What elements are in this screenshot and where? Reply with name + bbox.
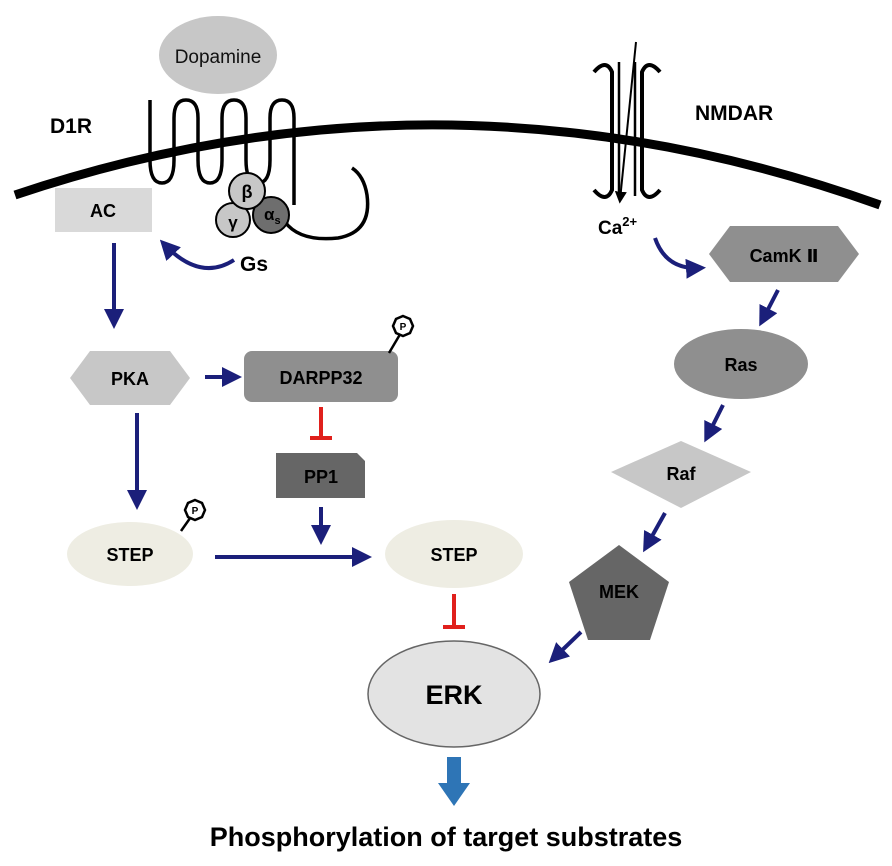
output-label: Phosphorylation of target substrates [210, 822, 683, 852]
step-ellipse [385, 520, 523, 588]
ras-to-raf-arrow [704, 404, 725, 443]
pka-hexagon [70, 351, 190, 405]
cell-membrane [13, 120, 882, 210]
step-phospho-p-label: P [192, 506, 199, 517]
ras-ellipse [674, 329, 808, 399]
nmdar-label: NMDAR [695, 102, 773, 125]
erk-label: ERK [425, 680, 483, 710]
dopamine-label: Dopamine [175, 47, 262, 68]
camk-to-ras-arrow [759, 289, 780, 327]
camk-hexagon [709, 226, 859, 282]
mek-to-erk-arrow [548, 630, 583, 664]
pp1-label: PP1 [304, 467, 338, 487]
raf-label: Raf [666, 464, 696, 484]
step-label: STEP [430, 545, 477, 565]
d1r-c-terminal-tail [283, 166, 370, 241]
erk-ellipse [367, 640, 541, 748]
alpha-s-label: αs [264, 205, 281, 227]
ac-label: AC [90, 201, 116, 221]
step-phospho-ellipse [67, 522, 193, 586]
calcium-label: Ca2+ [598, 214, 638, 239]
mek-label: MEK [599, 582, 639, 602]
calcium-influx-arrow [614, 41, 637, 204]
beta-label: β [242, 182, 253, 202]
nmdar-left-helix [592, 63, 614, 199]
pp1-box [276, 453, 365, 498]
gamma-label: γ [228, 213, 238, 232]
nmdar-right-helix [640, 63, 662, 199]
gs-to-ac-arrow [159, 239, 236, 270]
d1r-label: D1R [50, 115, 92, 138]
camk-label: CamK Ⅱ [750, 246, 819, 266]
d1r-receptor-loops [148, 98, 296, 205]
dopamine-ellipse [159, 16, 277, 94]
darpp32-label: DARPP32 [279, 368, 362, 388]
darpp32-phospho-icon [391, 314, 415, 338]
ac-box [55, 188, 152, 232]
gs-label: Gs [240, 253, 268, 276]
darpp32-box [244, 351, 398, 402]
raf-diamond [611, 441, 751, 508]
mek-pentagon [569, 545, 669, 640]
erk-output-arrow [438, 757, 470, 806]
darpp32-phospho-label: P [400, 322, 407, 333]
step-phospho-icon [183, 498, 207, 522]
pka-label: PKA [111, 369, 149, 389]
alpha-s-subunit [252, 196, 290, 234]
calcium-to-camk-arrow [653, 237, 706, 279]
ras-label: Ras [724, 355, 757, 375]
beta-subunit [228, 172, 266, 210]
step-phospho-label: STEP [106, 545, 153, 565]
raf-to-mek-arrow [643, 512, 667, 553]
